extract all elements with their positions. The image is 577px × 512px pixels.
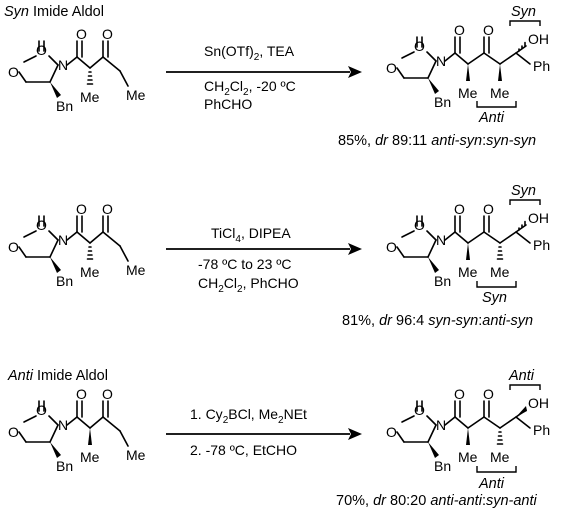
svg-text:Ph: Ph (533, 422, 550, 438)
reaction-arrow (166, 66, 362, 78)
svg-text:O: O (414, 38, 425, 54)
svg-text:O: O (386, 239, 397, 255)
svg-text:O: O (102, 386, 113, 402)
result-text: 81%, dr 96:4 syn-syn:anti-syn (342, 313, 533, 329)
svg-text:N: N (58, 232, 68, 248)
svg-text:O: O (36, 217, 47, 233)
condition-line: 2. -78 ºC, EtCHO (190, 442, 297, 458)
top-bracket: Syn (509, 4, 541, 26)
svg-text:Ph: Ph (533, 58, 550, 74)
reaction-arrow (166, 243, 362, 255)
svg-text:Syn: Syn (511, 183, 536, 199)
condition-line: CH2Cl2, PhCHO (198, 275, 299, 295)
svg-text:O: O (36, 42, 47, 58)
svg-text:O: O (454, 22, 465, 38)
svg-text:O: O (386, 60, 397, 76)
section-syn-imide-aldol: Syn Imide Aldol O O N O O Bn Me Me Sn(OT… (4, 4, 550, 149)
condition-line: -78 ºC to 23 ºC (198, 256, 292, 272)
condition-line: PhCHO (204, 96, 252, 112)
svg-text:O: O (483, 386, 494, 402)
product: O O N O O OH Ph Bn Me Me (386, 22, 550, 110)
svg-text:O: O (8, 64, 19, 80)
condition-line: TiCl4, DIPEA (211, 225, 291, 245)
svg-text:N: N (58, 57, 68, 73)
svg-text:O: O (8, 239, 19, 255)
svg-text:N: N (436, 417, 446, 433)
svg-text:N: N (58, 417, 68, 433)
svg-text:O: O (36, 402, 47, 418)
svg-text:Bn: Bn (434, 94, 451, 110)
svg-text:O: O (454, 201, 465, 217)
condition-line: Sn(OTf)2, TEA (204, 43, 295, 63)
svg-text:Syn: Syn (482, 290, 507, 306)
svg-text:O: O (76, 201, 87, 217)
svg-text:Me: Me (490, 449, 510, 465)
svg-text:Me: Me (490, 264, 510, 280)
svg-text:O: O (102, 201, 113, 217)
section-title: Anti Imide Aldol (7, 368, 108, 384)
svg-text:Syn: Syn (511, 4, 536, 20)
svg-text:OH: OH (528, 31, 549, 47)
svg-text:Me: Me (458, 264, 478, 280)
result-text: 70%, dr 80:20 anti-anti:syn-anti (336, 493, 538, 509)
svg-text:O: O (102, 26, 113, 42)
top-bracket: Syn (509, 183, 541, 205)
svg-text:Me: Me (458, 85, 478, 101)
section-titanium-aldol: O O N O O Bn Me Me TiCl4, DIPEA -78 ºC t… (8, 183, 550, 329)
bottom-bracket: Syn (476, 281, 517, 306)
svg-text:Bn: Bn (56, 273, 73, 289)
product: O O N O O OH Ph Bn Me Me (386, 386, 550, 474)
starting-material: O O N O O Bn Me Me (8, 26, 146, 114)
svg-text:Me: Me (126, 87, 146, 103)
svg-text:Ph: Ph (533, 237, 550, 253)
svg-text:O: O (386, 424, 397, 440)
product: O O N O O OH Ph Bn Me Me (386, 201, 550, 289)
bottom-bracket: Anti (476, 101, 517, 126)
svg-text:N: N (436, 53, 446, 69)
svg-text:Me: Me (490, 85, 510, 101)
bottom-bracket: Anti (476, 466, 517, 492)
svg-text:Me: Me (80, 449, 100, 465)
svg-text:O: O (483, 201, 494, 217)
svg-text:Anti: Anti (478, 110, 505, 126)
svg-text:Anti: Anti (508, 368, 535, 384)
svg-text:Anti: Anti (478, 476, 505, 492)
svg-text:O: O (414, 217, 425, 233)
section-title: Syn Imide Aldol (4, 4, 104, 20)
svg-text:N: N (436, 232, 446, 248)
svg-text:O: O (76, 386, 87, 402)
starting-material: O O N O O Bn Me Me (8, 386, 146, 474)
svg-text:O: O (483, 22, 494, 38)
svg-text:Me: Me (126, 262, 146, 278)
svg-text:Bn: Bn (56, 98, 73, 114)
svg-text:Me: Me (80, 89, 100, 105)
starting-material: O O N O O Bn Me Me (8, 201, 146, 289)
svg-text:Bn: Bn (56, 458, 73, 474)
svg-text:O: O (8, 424, 19, 440)
result-text: 85%, dr 89:11 anti-syn:syn-syn (338, 133, 536, 149)
section-anti-imide-aldol: Anti Imide Aldol O O N O O Bn Me Me 1. C… (7, 368, 550, 509)
svg-text:Bn: Bn (434, 273, 451, 289)
svg-text:O: O (76, 26, 87, 42)
svg-text:OH: OH (528, 395, 549, 411)
svg-text:Me: Me (126, 447, 146, 463)
condition-line: CH2Cl2, -20 ºC (204, 78, 296, 98)
svg-text:O: O (414, 402, 425, 418)
top-bracket: Anti (508, 368, 541, 390)
condition-line: 1. Cy2BCl, Me2NEt (190, 406, 307, 426)
svg-text:Me: Me (458, 449, 478, 465)
svg-text:Bn: Bn (434, 458, 451, 474)
svg-text:Me: Me (80, 264, 100, 280)
svg-text:O: O (454, 386, 465, 402)
svg-text:OH: OH (528, 210, 549, 226)
reaction-arrow (166, 428, 362, 440)
